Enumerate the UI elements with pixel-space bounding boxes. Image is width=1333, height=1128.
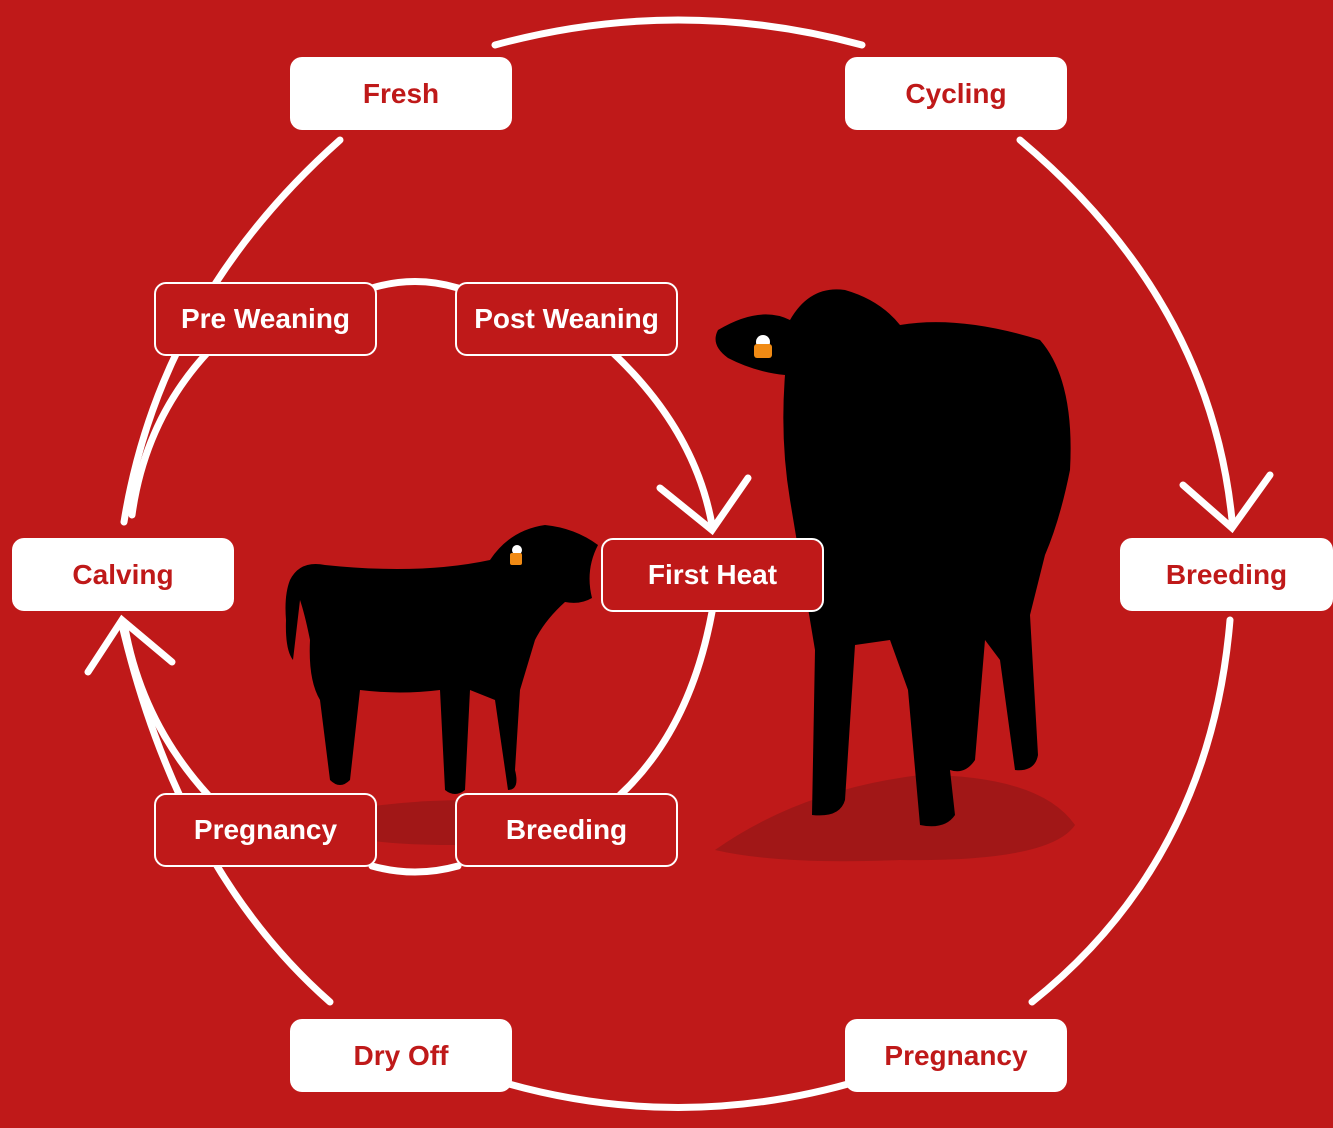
calf-body bbox=[285, 525, 598, 794]
outer-arc-fresh-cycling bbox=[491, 16, 866, 49]
stage-fresh: Fresh bbox=[290, 57, 512, 130]
cow-shadow bbox=[715, 775, 1075, 862]
calf-eye bbox=[512, 545, 522, 555]
stage-heifer-pregnancy: Pregnancy bbox=[154, 793, 377, 867]
stage-calving: Calving bbox=[12, 538, 234, 611]
outer-arc-pregnancy-dryoff bbox=[491, 1076, 866, 1111]
inner-arc-calving-preweaning bbox=[128, 348, 212, 519]
outer-arc-breeding-pregnancy bbox=[1028, 616, 1234, 1006]
cow-body bbox=[715, 289, 1071, 827]
arrowhead-into-first-heat bbox=[656, 474, 752, 536]
cow-silhouette bbox=[715, 289, 1075, 862]
stage-first-heat: First Heat bbox=[601, 538, 824, 612]
stage-cycling: Cycling bbox=[845, 57, 1067, 130]
inner-arc-pre-post bbox=[368, 278, 462, 292]
inner-arc-post-firstheat bbox=[608, 348, 716, 529]
stage-dry-off: Dry Off bbox=[290, 1019, 512, 1092]
cow-ear-tag-icon bbox=[754, 344, 772, 358]
stage-pregnancy: Pregnancy bbox=[845, 1019, 1067, 1092]
outer-arc-cycling-breeding bbox=[1016, 136, 1236, 524]
inner-arc-breeding-pregnancy bbox=[368, 862, 462, 876]
inner-ring bbox=[120, 278, 752, 876]
stage-post-weaning: Post Weaning bbox=[455, 282, 678, 356]
stage-pre-weaning: Pre Weaning bbox=[154, 282, 377, 356]
stage-heifer-breeding: Breeding bbox=[455, 793, 678, 867]
calf-ear-tag-icon bbox=[510, 553, 522, 565]
inner-arc-firstheat-breeding bbox=[616, 608, 716, 799]
stage-breeding: Breeding bbox=[1120, 538, 1333, 611]
inner-arc-pregnancy-calving bbox=[120, 618, 212, 799]
arrowhead-into-breeding bbox=[1179, 471, 1274, 534]
